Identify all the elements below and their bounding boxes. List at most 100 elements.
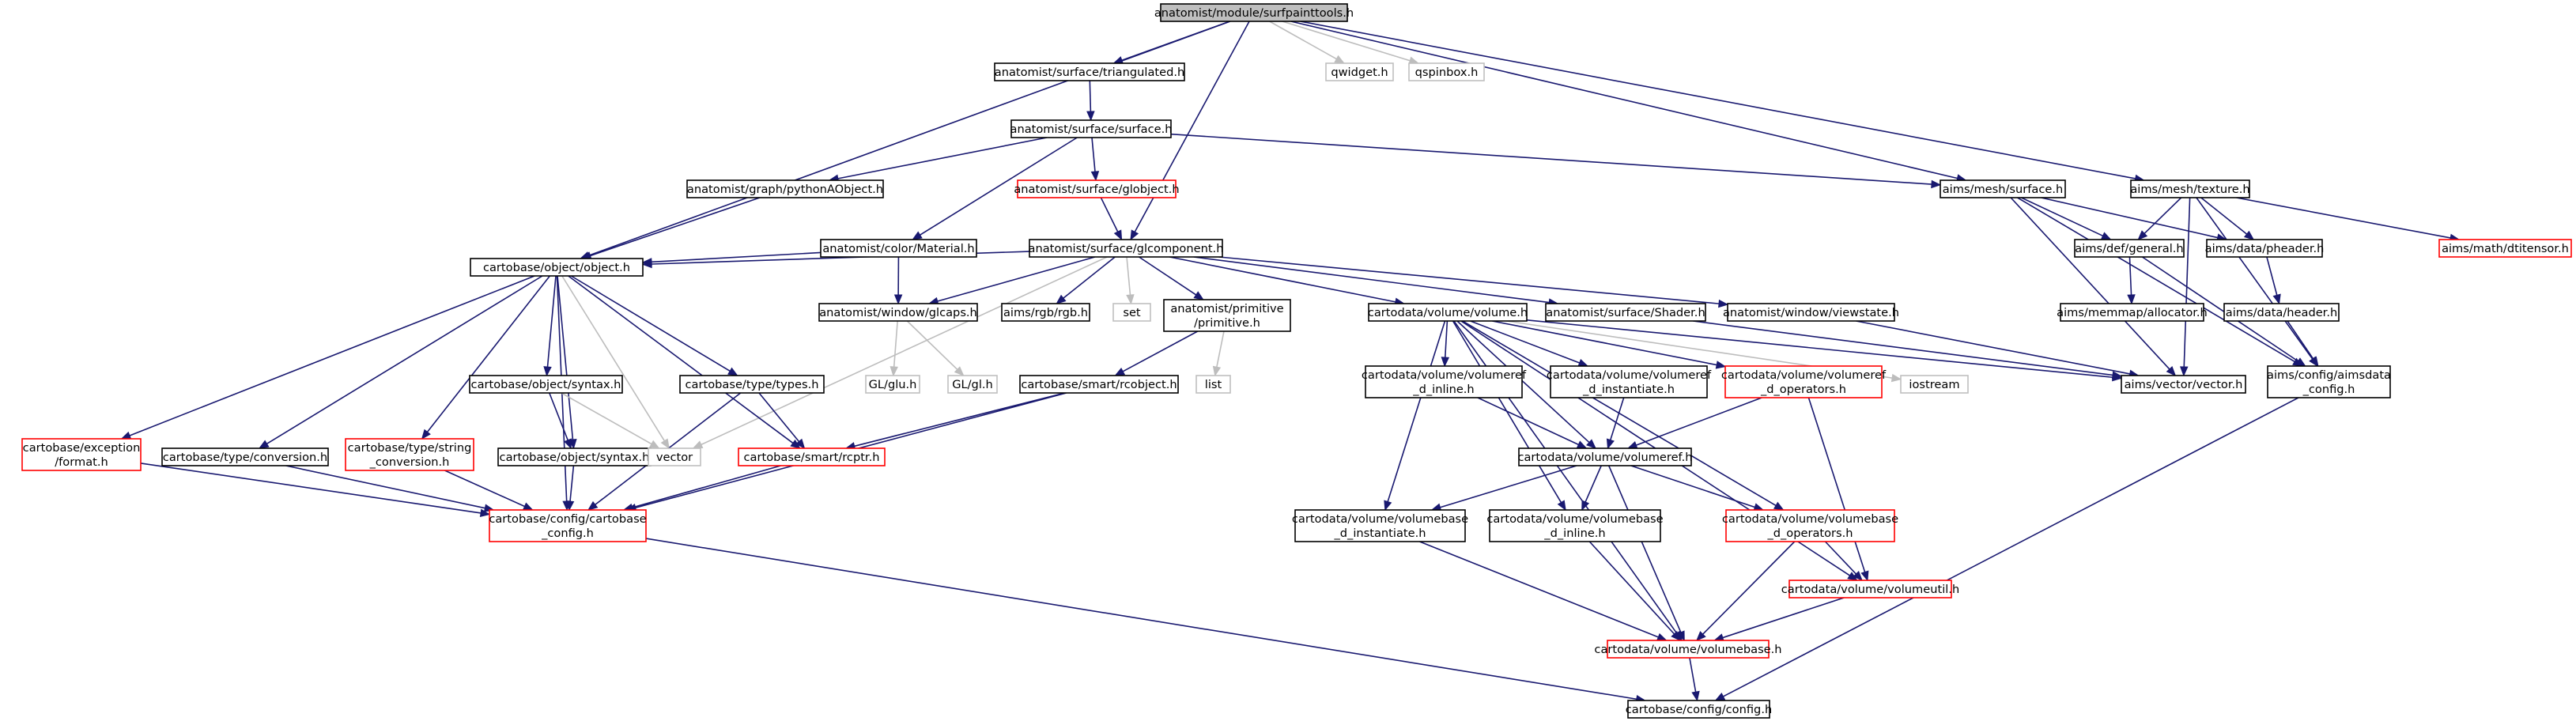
node-volumeutil[interactable]: cartodata/volume/volumeutil.h bbox=[1781, 580, 1959, 599]
node-header[interactable]: aims/data/header.h bbox=[2223, 303, 2340, 322]
node-material[interactable]: anatomist/color/Material.h bbox=[820, 239, 977, 258]
node-syntax2[interactable]: cartobase/object/syntax.h bbox=[497, 447, 652, 466]
node-vrops[interactable]: cartodata/volume/volumeref_d_operators.h bbox=[1721, 365, 1887, 398]
node-label: _d_inline.h bbox=[1412, 383, 1474, 396]
node-osyntax[interactable]: cartobase/object/syntax.h bbox=[469, 375, 623, 394]
edge-viewstate-to-vector_h bbox=[1856, 320, 2140, 378]
node-cbconfig[interactable]: cartobase/config/cartobase_config.h bbox=[489, 509, 647, 542]
node-volumeref[interactable]: cartodata/volume/volumeref.h bbox=[1517, 447, 1693, 466]
edge-glcomponent-to-volume bbox=[1169, 256, 1406, 306]
node-label: cartobase/smart/rcobject.h bbox=[1021, 378, 1177, 391]
node-glcomponent[interactable]: anatomist/surface/glcomponent.h bbox=[1029, 239, 1224, 258]
edge-vbinst-to-volumebase bbox=[1419, 541, 1668, 641]
node-shader[interactable]: anatomist/surface/Shader.h bbox=[1545, 303, 1706, 322]
node-volume[interactable]: cartodata/volume/volume.h bbox=[1368, 303, 1528, 322]
node-globject[interactable]: anatomist/surface/globject.h bbox=[1014, 179, 1180, 198]
node-allocator[interactable]: aims/memmap/allocator.h bbox=[2057, 303, 2208, 322]
edge-shader-to-vector_h bbox=[1693, 320, 2123, 379]
edge-root-to-qspinbox bbox=[1282, 21, 1420, 65]
node-vbops[interactable]: cartodata/volume/volumebase_d_operators.… bbox=[1722, 509, 1898, 542]
node-aimssurface[interactable]: aims/mesh/surface.h bbox=[1940, 179, 2066, 198]
node-strconv[interactable]: cartobase/type/string_conversion.h bbox=[345, 438, 474, 471]
node-rgb[interactable]: aims/rgb/rgb.h bbox=[1001, 303, 1090, 322]
node-label: iostream bbox=[1909, 378, 1959, 391]
node-primitive[interactable]: anatomist/primitive/primitive.h bbox=[1163, 299, 1291, 332]
node-volumebase[interactable]: cartodata/volume/volumebase.h bbox=[1594, 640, 1782, 659]
edge-glcomponent-to-shader bbox=[1193, 256, 1559, 307]
node-object[interactable]: cartobase/object/object.h bbox=[470, 258, 644, 277]
node-vector_h[interactable]: aims/vector/vector.h bbox=[2121, 375, 2246, 394]
node-label: anatomist/window/viewstate.h bbox=[1723, 306, 1899, 319]
edge-volume-to-volumeref bbox=[1456, 320, 1597, 449]
node-label: anatomist/color/Material.h bbox=[822, 242, 974, 255]
node-triangulated[interactable]: anatomist/surface/triangulated.h bbox=[994, 62, 1185, 81]
edge-volumeref-to-vbinline bbox=[1581, 465, 1602, 512]
node-label: cartodata/volume/volumeref.h bbox=[1517, 451, 1692, 464]
node-types[interactable]: cartobase/type/types.h bbox=[679, 375, 825, 394]
edge-asurface-to-pythonaobject bbox=[828, 137, 1048, 183]
node-vrinst[interactable]: cartodata/volume/volumeref_d_instantiate… bbox=[1547, 365, 1712, 398]
node-pythonaobject[interactable]: anatomist/graph/pythonAObject.h bbox=[686, 179, 884, 198]
node-vbinline[interactable]: cartodata/volume/volumebase_d_inline.h bbox=[1486, 509, 1664, 542]
edge-vbops-to-volumeutil bbox=[1824, 541, 1863, 581]
edge-texture-to-general bbox=[2137, 197, 2182, 240]
edge-glcomponent-to-primitive bbox=[1139, 256, 1204, 300]
node-format[interactable]: cartobase/exception/format.h bbox=[21, 438, 142, 471]
node-label: anatomist/surface/globject.h bbox=[1014, 183, 1179, 196]
edge-object-to-rcptr bbox=[568, 275, 801, 449]
node-conversion[interactable]: cartobase/type/conversion.h bbox=[161, 447, 329, 466]
edge-aimssurface-to-vector_h bbox=[2010, 197, 2177, 376]
node-vrinline[interactable]: cartodata/volume/volumeref_d_inline.h bbox=[1362, 365, 1527, 398]
node-asurface[interactable]: anatomist/surface/surface.h bbox=[1010, 119, 1173, 138]
edge-glcaps-to-gl bbox=[906, 320, 965, 376]
node-aimsdataconfig[interactable]: aims/config/aimsdata_config.h bbox=[2267, 365, 2391, 398]
node-label: cartobase/type/conversion.h bbox=[163, 451, 327, 464]
nodes-layer: anatomist/module/surfpainttools.h anatomi… bbox=[21, 3, 2572, 719]
edge-general-to-aimsdataconfig bbox=[2141, 256, 2306, 367]
edge-types-to-rcptr bbox=[758, 392, 806, 450]
node-vbinst[interactable]: cartodata/volume/volumebase_d_instantiat… bbox=[1292, 509, 1468, 542]
node-label: cartodata/volume/volumebase bbox=[1722, 512, 1898, 526]
node-label: cartodata/volume/volumeref bbox=[1362, 368, 1527, 382]
edge-aimssurface-to-general bbox=[2021, 197, 2112, 240]
node-viewstate[interactable]: anatomist/window/viewstate.h bbox=[1723, 303, 1899, 322]
edge-object-to-strconv bbox=[421, 275, 550, 440]
node-label: _d_instantiate.h bbox=[1334, 527, 1426, 540]
edge-texture-to-aimsdataconfig bbox=[2196, 197, 2318, 368]
node-rcptr[interactable]: cartobase/smart/rcptr.h bbox=[738, 447, 886, 466]
node-label: anatomist/primitive bbox=[1170, 302, 1283, 315]
node-label: cartobase/type/string bbox=[348, 441, 472, 455]
node-label: cartodata/volume/volumeutil.h bbox=[1781, 583, 1959, 596]
edge-asurface-to-aimssurface bbox=[1170, 133, 1942, 189]
node-config[interactable]: cartobase/config/config.h bbox=[1626, 700, 1772, 719]
node-label: cartobase/smart/rcptr.h bbox=[744, 451, 880, 464]
edge-object-to-conversion bbox=[258, 275, 543, 449]
edge-object-to-osyntax bbox=[543, 275, 557, 377]
edge-syntax2-to-cbconfig bbox=[565, 465, 575, 512]
node-label: list bbox=[1205, 378, 1222, 391]
node-pheader[interactable]: aims/data/pheader.h bbox=[2205, 239, 2325, 258]
node-label: aims/data/pheader.h bbox=[2205, 242, 2325, 255]
edge-glcomponent-to-vector bbox=[692, 256, 1108, 449]
node-rcobject[interactable]: cartobase/smart/rcobject.h bbox=[1019, 375, 1179, 394]
node-label: anatomist/surface/triangulated.h bbox=[995, 66, 1184, 79]
edge-volume-to-vbinline bbox=[1452, 320, 1566, 512]
node-glcaps[interactable]: anatomist/window/glcaps.h bbox=[818, 303, 978, 322]
edge-texture-to-vector_h bbox=[2180, 197, 2191, 377]
node-vector: vector bbox=[648, 447, 701, 466]
node-root[interactable]: anatomist/module/surfpainttools.h bbox=[1154, 3, 1354, 22]
edge-vrops-to-volumeref bbox=[1626, 397, 1762, 449]
node-label: _config.h bbox=[541, 527, 594, 540]
edge-volume-to-vbops bbox=[1462, 320, 1785, 511]
node-label: anatomist/module/surfpainttools.h bbox=[1154, 6, 1354, 20]
node-general[interactable]: aims/def/general.h bbox=[2074, 239, 2185, 258]
edge-texture-to-pheader bbox=[2200, 197, 2255, 240]
edge-cbconfig-to-config bbox=[645, 538, 1646, 704]
edge-pheader-to-header bbox=[2266, 256, 2281, 305]
node-texture[interactable]: aims/mesh/texture.h bbox=[2130, 179, 2250, 198]
node-dtitensor[interactable]: aims/math/dtitensor.h bbox=[2438, 239, 2572, 258]
edge-vrops-to-volumeutil bbox=[1807, 397, 1869, 582]
edge-volume-to-vbinst bbox=[1384, 320, 1446, 512]
edge-volume-to-vrinline bbox=[1441, 320, 1450, 368]
